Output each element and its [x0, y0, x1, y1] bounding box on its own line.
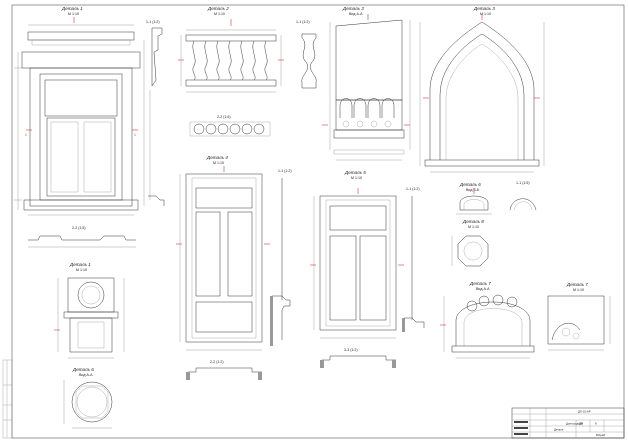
detail-1-scale: М 1:10	[68, 12, 79, 16]
detail-4: Деталь 4 М 1:10 1-1 (1:2) 2-2 (1:2)	[176, 155, 292, 380]
baluster-sections	[193, 123, 265, 135]
detail-6-scale: Вид Б-Б	[466, 188, 480, 192]
detail-9: Деталь 1 М 1:10 Деталь 6 Вид А-А	[54, 262, 125, 429]
detail-7-view-scale: Вид А-А	[476, 287, 490, 291]
detail-3a-scale: Вид А-А	[349, 12, 363, 16]
detail-7-scale: М 1:10	[573, 288, 584, 292]
detail-4-scale: М 1:10	[213, 161, 224, 165]
balusters	[192, 40, 268, 81]
detail-7-title: Деталь 7	[566, 282, 588, 287]
detail-9b-scale: Вид А-А	[79, 373, 93, 377]
detail-5-scale: М 1:10	[351, 176, 362, 180]
detail-8-scale: М 1:10	[468, 225, 479, 229]
detail-1-section-1: 1-1 (1:2)	[146, 20, 160, 24]
detail-3-title: Деталь 3	[473, 6, 495, 11]
detail-2: Деталь 2 М 1:10 2-2 (1:5)	[178, 6, 317, 137]
section-mark-1-right: 1	[134, 133, 136, 137]
arcade-arches	[339, 98, 395, 128]
detail-5-title: Деталь 5	[344, 170, 366, 175]
detail-9-title: Деталь 1	[69, 262, 91, 267]
detail-8-title: Деталь 8	[462, 219, 484, 224]
detail-5-section-3: 3-3 (1:2)	[344, 348, 358, 352]
detail-1-title: Деталь 1	[61, 6, 83, 11]
title-block-sheet-name: Детали	[554, 428, 564, 432]
detail-3-arch: Деталь 3 М 1:10	[419, 6, 545, 173]
sheet-frame	[11, 4, 625, 439]
detail-7-view-title: Деталь 7	[469, 281, 491, 286]
detail-2-section-2: 2-2 (1:5)	[217, 115, 231, 119]
detail-3a-title: Деталь 3	[342, 6, 364, 11]
title-block-project: Дом-усадьба	[566, 422, 583, 426]
section-mark-1-left: 1	[25, 133, 27, 137]
detail-4-section-1: 1-1 (1:2)	[278, 169, 292, 173]
detail-5: Деталь 5 М 1:10 1-1 (1:2) 3-3 (1:2)	[310, 170, 425, 368]
detail-6-title: Деталь 6	[459, 182, 481, 187]
detail-5-section-1: 1-1 (1:2)	[406, 187, 420, 191]
title-block-org: МАрхИ	[596, 433, 605, 437]
detail-6-section-1: 1-1 (1:5)	[516, 181, 530, 185]
detail-1: Деталь 1 М 1:10 1 1 1-1 (1:2) 2-2 (1:5)	[14, 6, 165, 248]
detail-1-section-2: 2-2 (1:5)	[72, 226, 86, 230]
detail-2-title: Деталь 2	[207, 6, 229, 11]
detail-2-scale: М 1:10	[214, 12, 225, 16]
detail-6: Деталь 6 Вид Б-Б 1-1 (1:5) Деталь 8 М 1:…	[451, 181, 537, 267]
detail-4-section-2: 2-2 (1:2)	[210, 360, 224, 364]
title-block-stage: ДП	[579, 422, 583, 426]
detail-3-view: Деталь 3 Вид А-А	[322, 6, 411, 161]
detail-3-scale: М 1:10	[480, 12, 491, 16]
detail-9b-title: Деталь 6	[72, 367, 94, 372]
title-block-sheet-no: 8	[595, 422, 597, 426]
title-block-code: ДП-01-АР	[578, 410, 591, 414]
detail-2-section-1: 1-1 (1:2)	[296, 20, 310, 24]
binding-strip	[2, 359, 13, 439]
detail-9-scale: М 1:10	[76, 268, 87, 272]
arch-rosettes	[466, 294, 518, 312]
title-block: ДП-01-АР Дом-усадьба Детали ДП 8 МАрхИ	[511, 407, 625, 439]
detail-4-title: Деталь 4	[206, 155, 228, 160]
